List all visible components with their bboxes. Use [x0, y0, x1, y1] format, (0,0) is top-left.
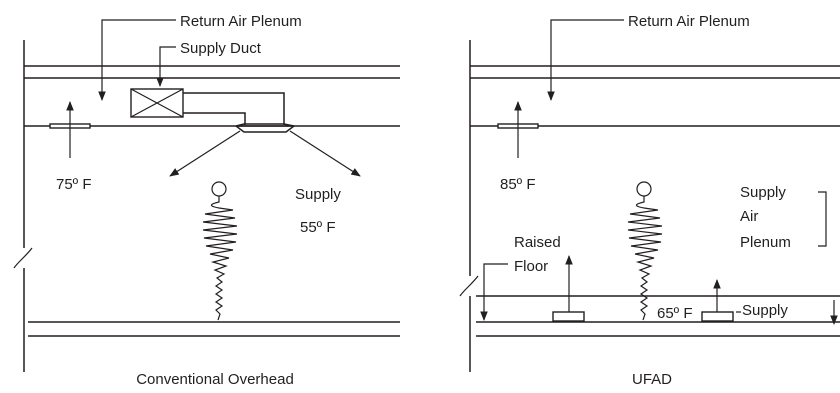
ufad-panel: Return Air Plenum 85º F Raised Floor 65º… [459, 13, 840, 388]
heat-plume-icon [202, 207, 238, 321]
return-air-label: Return Air Plenum [180, 13, 302, 30]
supply-duct-leader [156, 46, 176, 87]
floor-diffuser-icon [552, 311, 585, 322]
supply-arrow-right [289, 130, 361, 177]
ceiling-temp-label: 85º F [500, 176, 536, 193]
caption: Conventional Overhead [136, 371, 294, 388]
floor-temp-label: 65º F [657, 305, 693, 322]
raised-floor-label-line2: Floor [514, 258, 548, 275]
plenum-label-line3: Plenum [740, 234, 791, 251]
raised-floor-leader [480, 263, 508, 321]
supply-label: Supply [742, 302, 788, 319]
plenum-label-line1: Supply [740, 184, 786, 201]
heat-plume-icon [627, 207, 663, 321]
structure-lines [470, 65, 840, 337]
raised-floor-label-line1: Raised [514, 234, 561, 251]
supply-duct-label: Supply Duct [180, 40, 262, 57]
return-air-leader [98, 19, 176, 101]
caption: UFAD [632, 371, 672, 388]
floor-diffuser-icon [701, 311, 734, 322]
conventional-overhead-panel: Return Air Plenum Supply Duct 75º F Supp… [13, 13, 400, 388]
supply-arrow-left [169, 130, 241, 177]
return-air-leader [547, 19, 624, 101]
break-mark-icon [459, 275, 479, 297]
person-icon [210, 181, 227, 209]
plenum-bracket [818, 191, 827, 247]
supply-temp-label: 55º F [300, 219, 336, 236]
structure-lines [24, 65, 400, 337]
return-air-label: Return Air Plenum [628, 13, 750, 30]
ceiling-diffuser-icon [235, 123, 295, 133]
person-icon [635, 181, 652, 209]
supply-label: Supply [295, 186, 341, 203]
ceiling-temp-label: 75º F [56, 176, 92, 193]
break-mark-icon [13, 247, 33, 269]
duct-run [183, 92, 285, 125]
supply-duct-icon [130, 88, 184, 118]
plenum-label-line2: Air [740, 208, 758, 225]
